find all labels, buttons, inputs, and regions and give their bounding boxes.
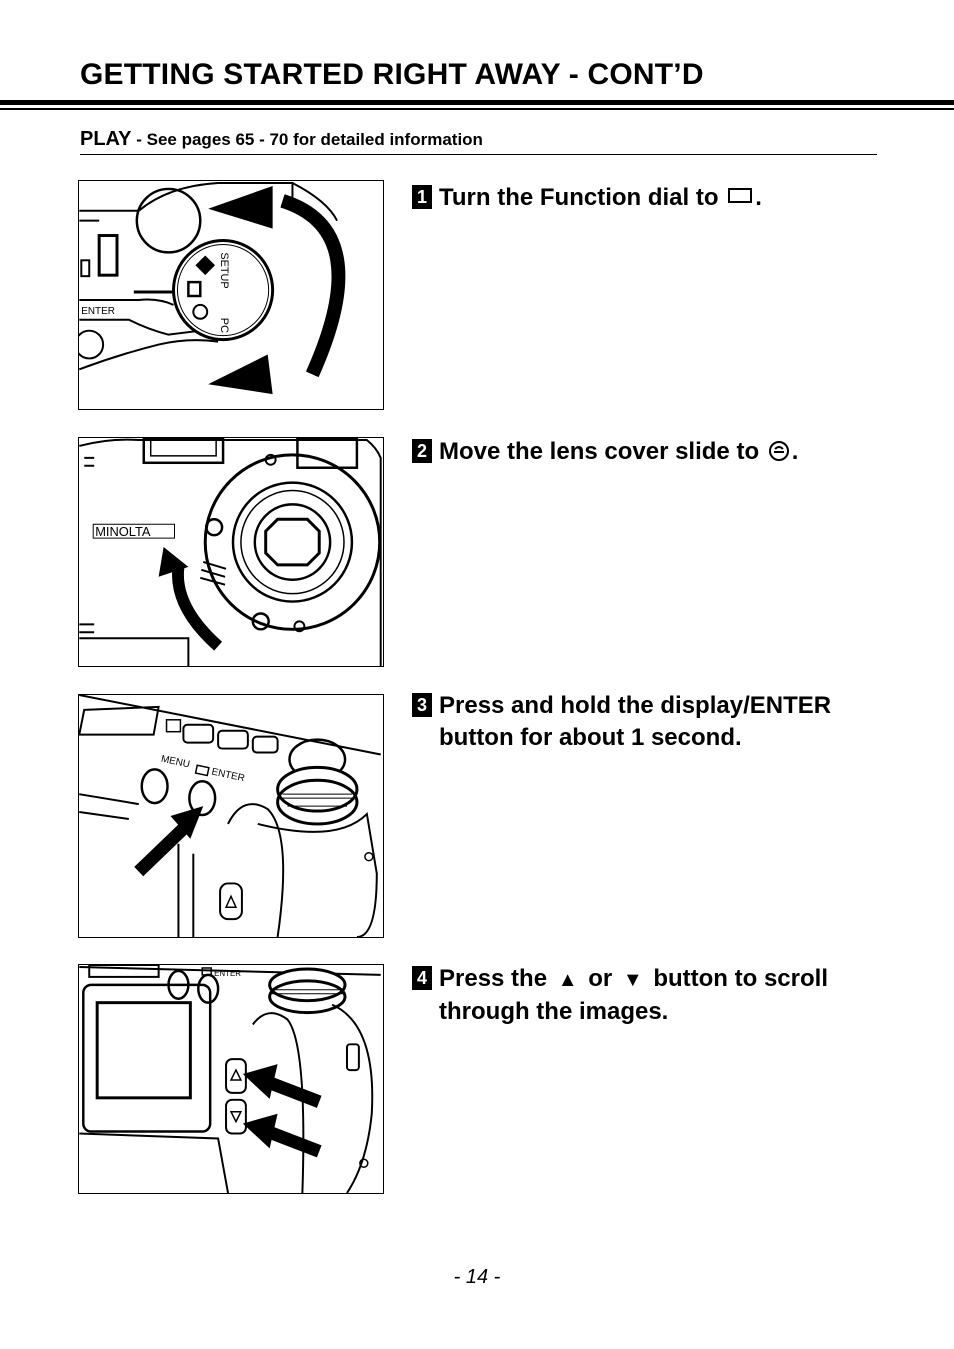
- step-2-period: .: [791, 438, 799, 465]
- step-2: 2 Move the lens cover slide to .: [412, 436, 872, 468]
- enter-label-2: ENTER: [211, 767, 246, 785]
- figure-lens-cover: MINOLTA: [78, 437, 384, 667]
- play-mode-rect-icon: [728, 188, 753, 203]
- step-1-period: .: [755, 184, 762, 211]
- step-4: 4 Press the ▲ or ▼ button to scroll thro…: [412, 963, 872, 1028]
- header-rule-thick: [0, 100, 954, 105]
- step-number: 1: [412, 185, 432, 209]
- step-2-text: Move the lens cover slide to: [439, 438, 760, 465]
- page-number: - 14 -: [453, 1266, 501, 1288]
- step-1-text: Turn the Function dial to: [439, 184, 719, 211]
- up-arrow-icon: ▲: [557, 969, 578, 991]
- enter-label-3: ENTER: [214, 969, 241, 978]
- step-number: 2: [412, 439, 432, 463]
- step-4-text-before: Press the: [439, 965, 548, 992]
- enter-button-illustration: MENU ENTER: [79, 695, 381, 937]
- page-title: GETTING STARTED RIGHT AWAY - CONT’D: [80, 58, 704, 91]
- step-3: 3 Press and hold the display/ENTER butto…: [412, 690, 872, 754]
- step-4-text-after: button to scroll through the images.: [439, 965, 828, 1025]
- menu-label: MENU: [160, 754, 191, 771]
- section-heading: PLAY - See pages 65 - 70 for detailed in…: [80, 128, 483, 151]
- step-number: 3: [412, 693, 432, 717]
- figure-enter-button: MENU ENTER: [78, 694, 384, 938]
- setup-label: SETUP: [218, 252, 230, 288]
- pc-label: PC: [218, 318, 230, 333]
- lens-open-circle-icon: [768, 441, 789, 461]
- section-rule: [80, 154, 877, 155]
- figure-scroll-buttons: ENTER: [78, 964, 384, 1194]
- brand-logo: MINOLTA: [95, 524, 151, 539]
- section-label: PLAY: [80, 128, 132, 150]
- step-1: 1 Turn the Function dial to .: [412, 182, 872, 214]
- function-dial-illustration: ENTER SETUP PC: [79, 181, 346, 395]
- step-3-text: Press and hold the display/ENTER button …: [439, 692, 832, 751]
- header-rule-thin: [0, 108, 954, 110]
- enter-label: ENTER: [81, 306, 115, 317]
- step-number: 4: [412, 966, 432, 990]
- figure-function-dial: ENTER SETUP PC: [78, 180, 384, 410]
- step-4-or: or: [588, 965, 613, 992]
- section-note: - See pages 65 - 70 for detailed informa…: [131, 130, 483, 149]
- scroll-buttons-illustration: ENTER: [79, 965, 381, 1193]
- lens-cover-illustration: MINOLTA: [79, 438, 382, 666]
- down-arrow-icon: ▼: [622, 969, 643, 991]
